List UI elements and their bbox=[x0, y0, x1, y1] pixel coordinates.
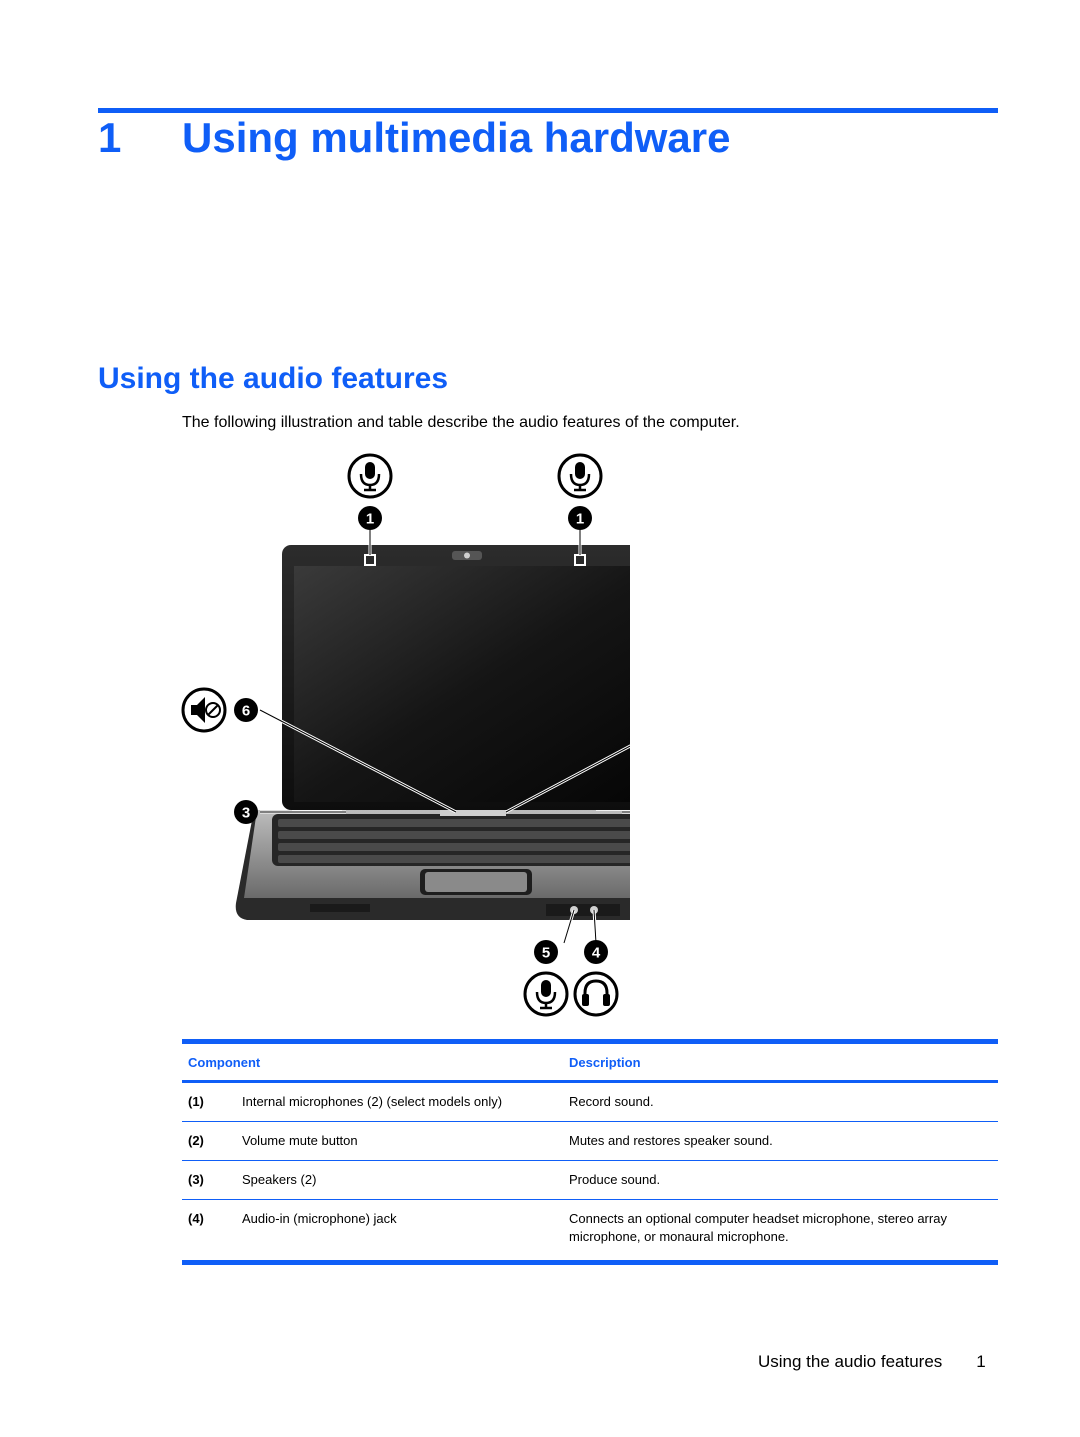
callout-3-left: 3 bbox=[234, 800, 258, 824]
row-component: Audio-in (microphone) jack bbox=[242, 1211, 397, 1226]
leader-lines-dark bbox=[259, 530, 630, 944]
svg-text:4: 4 bbox=[592, 945, 601, 962]
chapter-number: 1 bbox=[98, 114, 122, 161]
row-number: (1) bbox=[182, 1081, 236, 1122]
volume-mute-icon bbox=[181, 687, 227, 733]
table-header-row: Component Description bbox=[182, 1041, 998, 1083]
svg-text:3: 3 bbox=[242, 805, 250, 822]
page-footer: Using the audio features 1 bbox=[758, 1352, 986, 1372]
callout-5: 5 bbox=[534, 940, 558, 964]
table-row: (2) Volume mute button Mutes and restore… bbox=[182, 1121, 998, 1161]
section-title: Using the audio features bbox=[98, 362, 449, 395]
callout-1-left: 1 bbox=[358, 506, 382, 530]
page-number: 1 bbox=[976, 1352, 986, 1371]
footer-section-title: Using the audio features bbox=[758, 1352, 943, 1371]
row-description: Record sound. bbox=[563, 1081, 998, 1122]
intro-paragraph: The following illustration and table des… bbox=[182, 414, 740, 431]
callout-4: 4 bbox=[584, 940, 608, 964]
row-number: (2) bbox=[182, 1121, 236, 1161]
chapter-title: 1 Using multimedia hardware bbox=[98, 114, 730, 162]
chapter-title-text: Using multimedia hardware bbox=[182, 114, 731, 161]
callout-6: 6 bbox=[234, 698, 258, 722]
row-component: Speakers (2) bbox=[236, 1160, 563, 1200]
headphones-icon bbox=[573, 971, 619, 1017]
laptop-audio-illustration: 1 1 6 2 3 3 5 4 bbox=[181, 453, 630, 1017]
microphone-icon bbox=[347, 453, 393, 499]
column-header-component: Component bbox=[182, 1041, 563, 1083]
laptop-base bbox=[235, 807, 630, 920]
microphone-icon bbox=[523, 971, 569, 1017]
row-description: Connects an optional computer headset mi… bbox=[569, 1211, 947, 1244]
svg-text:6: 6 bbox=[242, 703, 250, 720]
chapter-rule bbox=[98, 108, 998, 113]
callout-1-right: 1 bbox=[568, 506, 592, 530]
row-number: (3) bbox=[182, 1160, 236, 1200]
row-description: Produce sound. bbox=[563, 1160, 998, 1200]
row-number: (4) bbox=[188, 1211, 204, 1226]
svg-text:5: 5 bbox=[542, 945, 550, 962]
row-component: Internal microphones (2) (select models … bbox=[236, 1081, 563, 1122]
laptop-display bbox=[282, 545, 630, 810]
table-row: (1) Internal microphones (2) (select mod… bbox=[182, 1081, 998, 1122]
component-table: Component Description (1) Internal micro… bbox=[182, 1039, 998, 1265]
microphone-icon bbox=[557, 453, 603, 499]
table-row: (4) Audio-in (microphone) jack Connects … bbox=[182, 1200, 998, 1263]
row-component: Volume mute button bbox=[236, 1121, 563, 1161]
svg-text:1: 1 bbox=[576, 511, 584, 528]
row-description: Mutes and restores speaker sound. bbox=[563, 1121, 998, 1161]
column-header-description: Description bbox=[563, 1041, 998, 1083]
svg-text:1: 1 bbox=[366, 511, 374, 528]
table-row: (3) Speakers (2) Produce sound. bbox=[182, 1160, 998, 1200]
